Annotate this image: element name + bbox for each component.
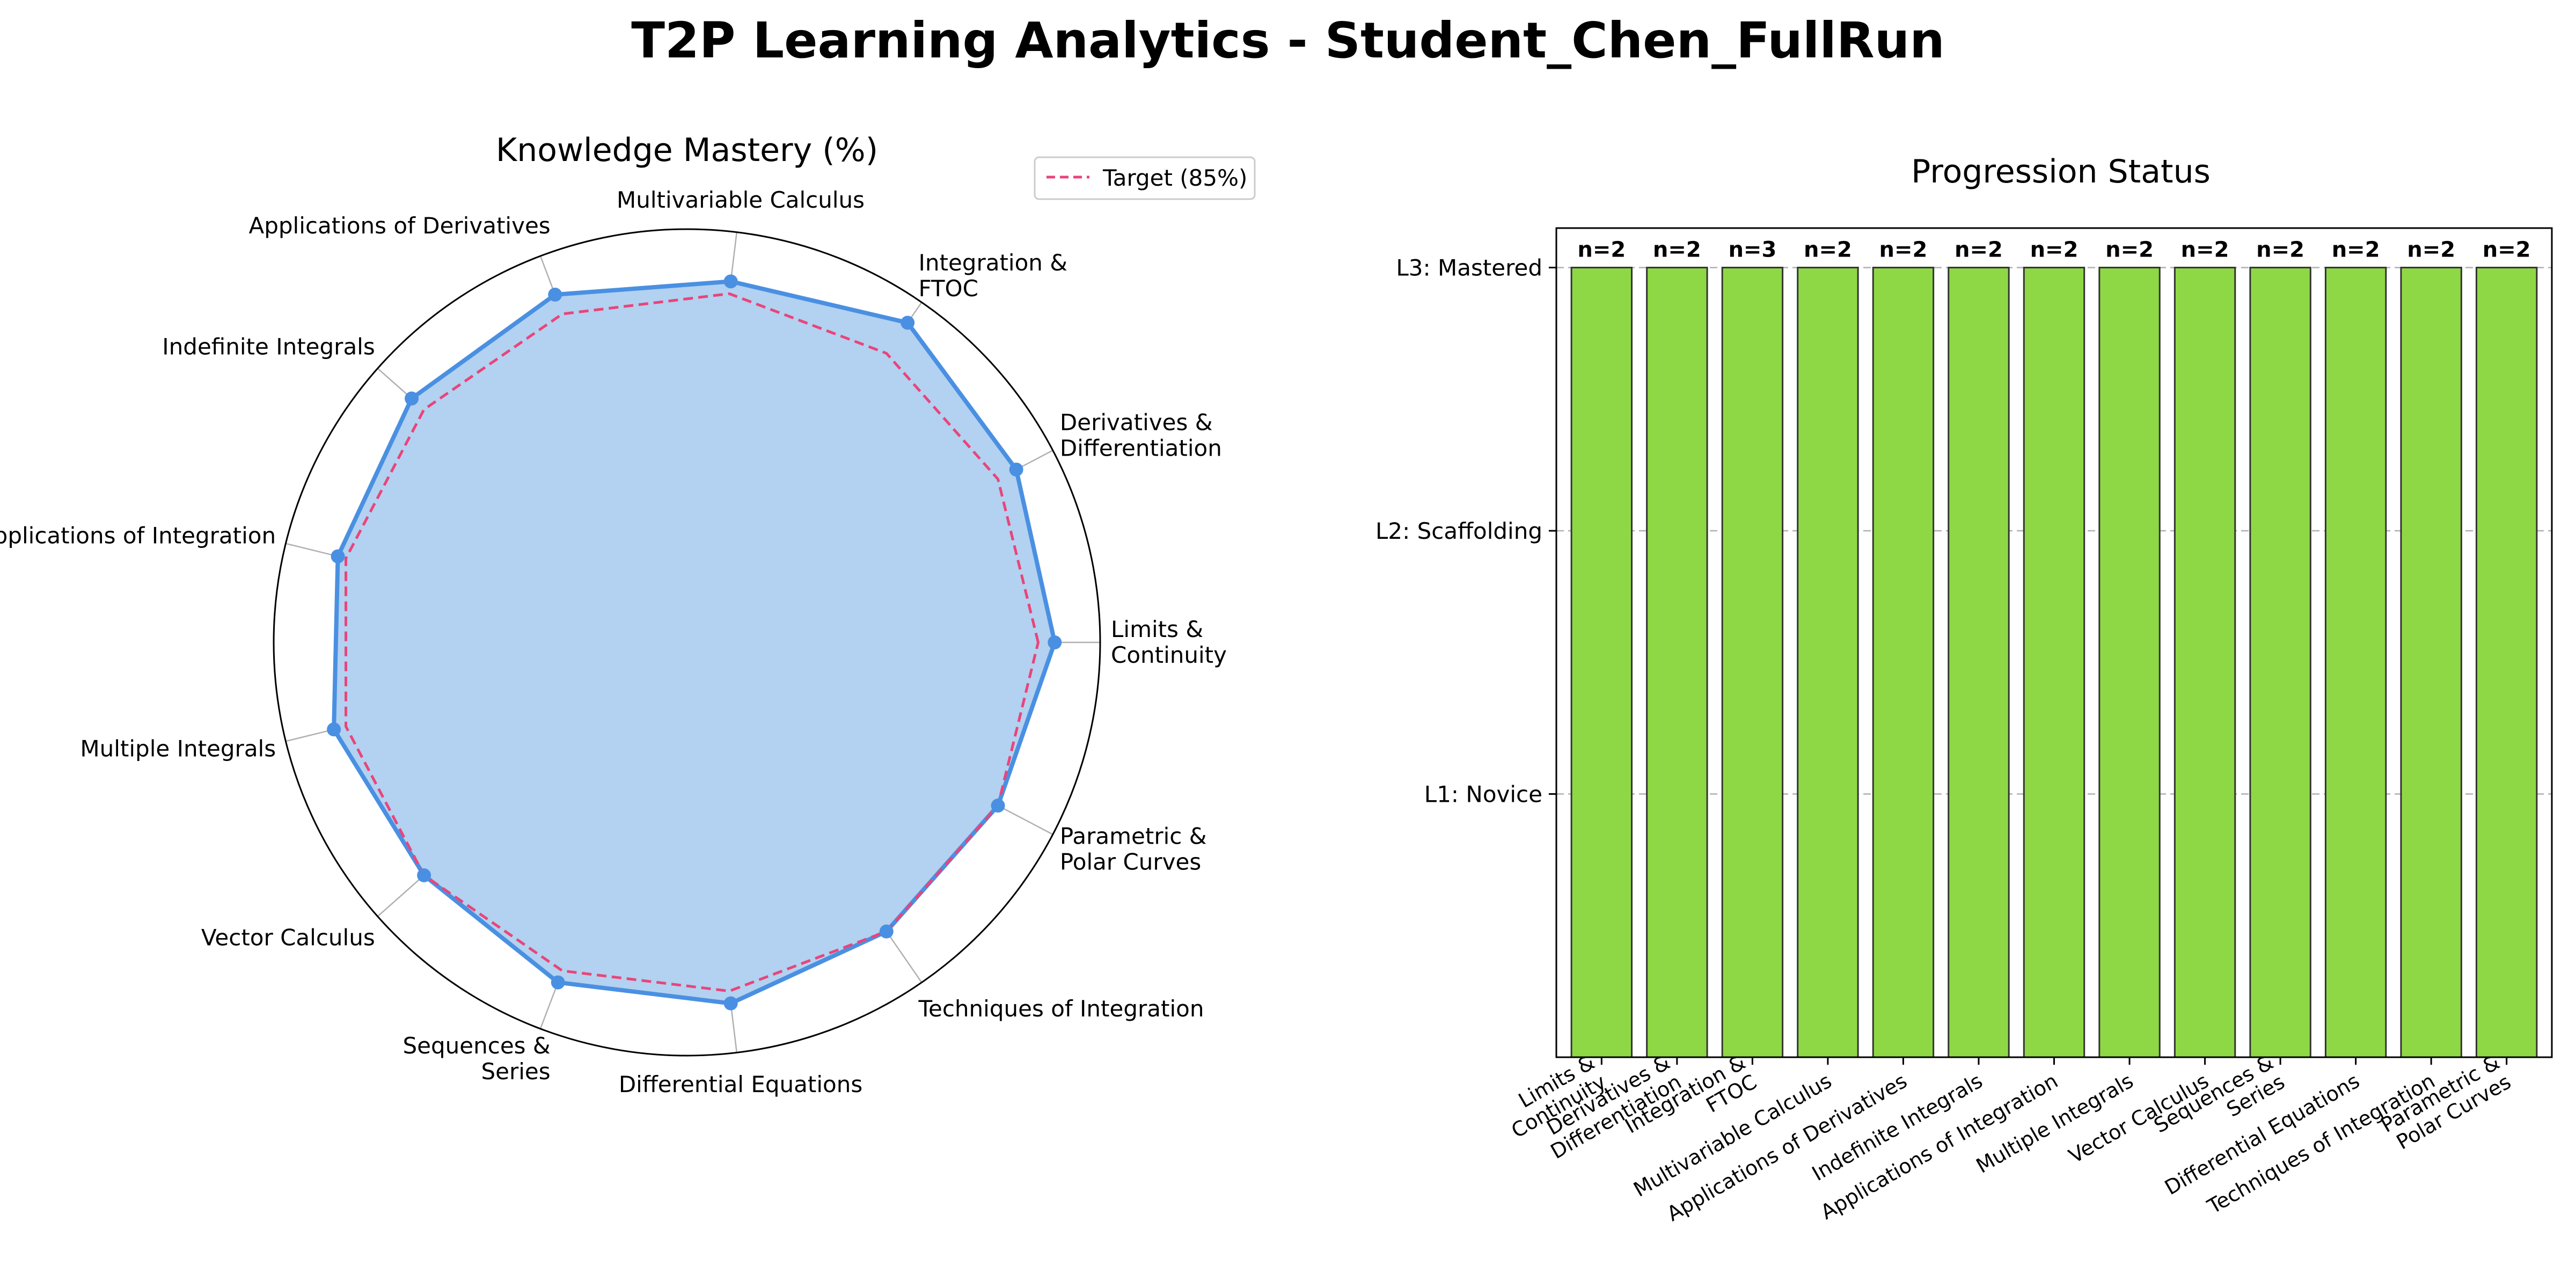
bar bbox=[2174, 267, 2236, 1058]
bar-y-tick-label: L1: Novice bbox=[1424, 781, 1542, 808]
legend-target-label: Target (85%) bbox=[1102, 165, 1247, 191]
mastery-point bbox=[991, 799, 1005, 813]
mastery-point bbox=[723, 274, 738, 289]
mastery-point bbox=[548, 288, 562, 302]
radar-category-label: Multiple Integrals bbox=[80, 736, 276, 762]
radar-category-label: Derivatives &Differentiation bbox=[1060, 409, 1222, 461]
mastery-point bbox=[901, 316, 915, 330]
bar-y-ticks: L1: Novice L2: Scaffolding L3: Mastered bbox=[1375, 255, 1556, 808]
mastery-point bbox=[331, 549, 345, 564]
bar-value-label: n=2 bbox=[2256, 238, 2304, 262]
mastery-point bbox=[405, 391, 419, 406]
legend-box bbox=[1034, 156, 1256, 200]
radar-category-label: Applications of Derivatives bbox=[249, 213, 551, 239]
bar bbox=[2475, 267, 2538, 1058]
bar-value-label: n=2 bbox=[1955, 238, 2003, 262]
mastery-point bbox=[1009, 462, 1023, 477]
radar-category-label: Techniques of Integration bbox=[918, 996, 1204, 1022]
mastery-point bbox=[879, 924, 894, 939]
bar bbox=[2324, 267, 2387, 1058]
bar bbox=[1570, 267, 1633, 1058]
mastery-line bbox=[332, 279, 1057, 1006]
bar bbox=[2023, 267, 2085, 1058]
mastery-point bbox=[723, 996, 738, 1011]
bar bbox=[2400, 267, 2462, 1058]
mastery-point bbox=[551, 975, 565, 990]
bar bbox=[1948, 267, 2010, 1058]
radar-category-label: Parametric &Polar Curves bbox=[1060, 823, 1207, 875]
mastery-point bbox=[327, 722, 341, 737]
bar-value-label: n=2 bbox=[2332, 238, 2380, 262]
radar-category-label: Applications of Integration bbox=[0, 522, 276, 548]
bar bbox=[2098, 267, 2161, 1058]
bar-marks bbox=[1570, 267, 2538, 1058]
radar-category-label: Multivariable Calculus bbox=[617, 187, 865, 213]
bar bbox=[1721, 267, 1784, 1058]
bar-value-label: n=2 bbox=[1804, 238, 1852, 262]
radar-category-label: Sequences &Series bbox=[403, 1033, 551, 1085]
radar-category-label: Indefinite Integrals bbox=[162, 334, 375, 360]
bar-value-label: n=2 bbox=[2030, 238, 2079, 262]
bar-value-label: n=2 bbox=[2181, 238, 2229, 262]
bar-value-label: n=2 bbox=[1577, 238, 1626, 262]
radar-chart: Knowledge Mastery (%) 20406080 Limits &C… bbox=[0, 131, 1256, 1097]
radar-category-label: Differential Equations bbox=[619, 1071, 862, 1097]
bar-value-labels: n=2 n=2 n=3 n=2 n=2 n=2 n=2 n=2 n=2 n=2 n=2 n=2 n=2 bbox=[1577, 238, 2530, 262]
radar-legend: Target (85%) bbox=[1034, 156, 1256, 200]
radar-category-label: Vector Calculus bbox=[201, 924, 375, 950]
bar-plot-frame bbox=[1555, 227, 2553, 1058]
bar bbox=[1872, 267, 1935, 1058]
mastery-point bbox=[1048, 635, 1062, 649]
bar-value-label: n=2 bbox=[2407, 238, 2455, 262]
bar bbox=[2249, 267, 2311, 1058]
bar-value-label: n=2 bbox=[1879, 238, 1928, 262]
bar bbox=[1646, 267, 1708, 1058]
bar-value-label: n=2 bbox=[2483, 238, 2531, 262]
bar-value-label: n=3 bbox=[1728, 238, 1776, 262]
figure-title: T2P Learning Analytics - Student_Chen_Fu… bbox=[631, 12, 1945, 69]
radar-category-labels: Limits &Continuity Derivatives &Different… bbox=[0, 187, 1227, 1097]
bar-y-tick-label: L3: Mastered bbox=[1396, 255, 1542, 281]
mastery-point bbox=[417, 868, 431, 883]
bar bbox=[1797, 267, 1859, 1058]
bar-y-tick-label: L2: Scaffolding bbox=[1375, 518, 1542, 544]
radar-category-label: Integration &FTOC bbox=[918, 250, 1067, 302]
target-line bbox=[345, 292, 1040, 993]
bar-value-label: n=2 bbox=[2105, 238, 2154, 262]
radar-outer-circle bbox=[273, 228, 1101, 1057]
bar-value-label: n=2 bbox=[1653, 238, 1701, 262]
bar-chart-title: Progression Status bbox=[1911, 153, 2211, 191]
radar-chart-title: Knowledge Mastery (%) bbox=[496, 131, 878, 169]
radar-series bbox=[327, 274, 1062, 1011]
radar-category-label: Limits &Continuity bbox=[1111, 616, 1227, 668]
mastery-area bbox=[334, 281, 1055, 1004]
